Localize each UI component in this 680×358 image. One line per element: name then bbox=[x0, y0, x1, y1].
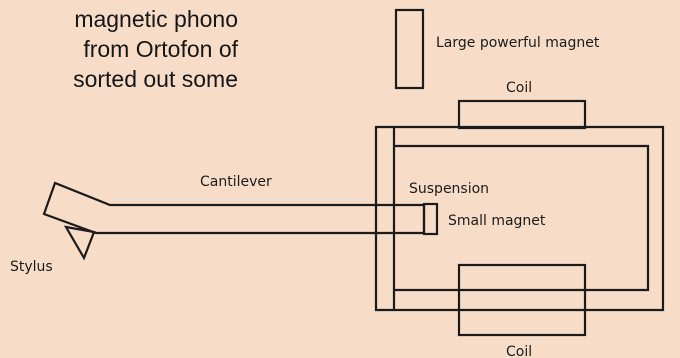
label-small-magnet: Small magnet bbox=[448, 213, 546, 229]
article-line: sorted out some bbox=[73, 66, 238, 92]
coil-top bbox=[457, 99, 587, 130]
label-coil-bottom: Coil bbox=[506, 344, 532, 358]
label-cantilever: Cantilever bbox=[200, 174, 272, 190]
yoke-outer bbox=[374, 125, 665, 312]
yoke-inner bbox=[394, 144, 650, 292]
large-magnet bbox=[394, 8, 425, 90]
article-line: from Ortofon of bbox=[83, 36, 238, 62]
cantilever bbox=[42, 181, 426, 235]
label-coil-top: Coil bbox=[506, 80, 532, 96]
stylus bbox=[63, 225, 96, 261]
label-large-magnet: Large powerful magnet bbox=[436, 35, 600, 51]
coil-bottom bbox=[457, 263, 587, 337]
label-suspension: Suspension bbox=[409, 181, 489, 197]
small-magnet bbox=[422, 202, 439, 236]
article-text-fragment: magnetic phono from Ortofon of sorted ou… bbox=[0, 4, 238, 94]
label-stylus: Stylus bbox=[10, 259, 53, 275]
article-line: magnetic phono bbox=[74, 6, 238, 32]
